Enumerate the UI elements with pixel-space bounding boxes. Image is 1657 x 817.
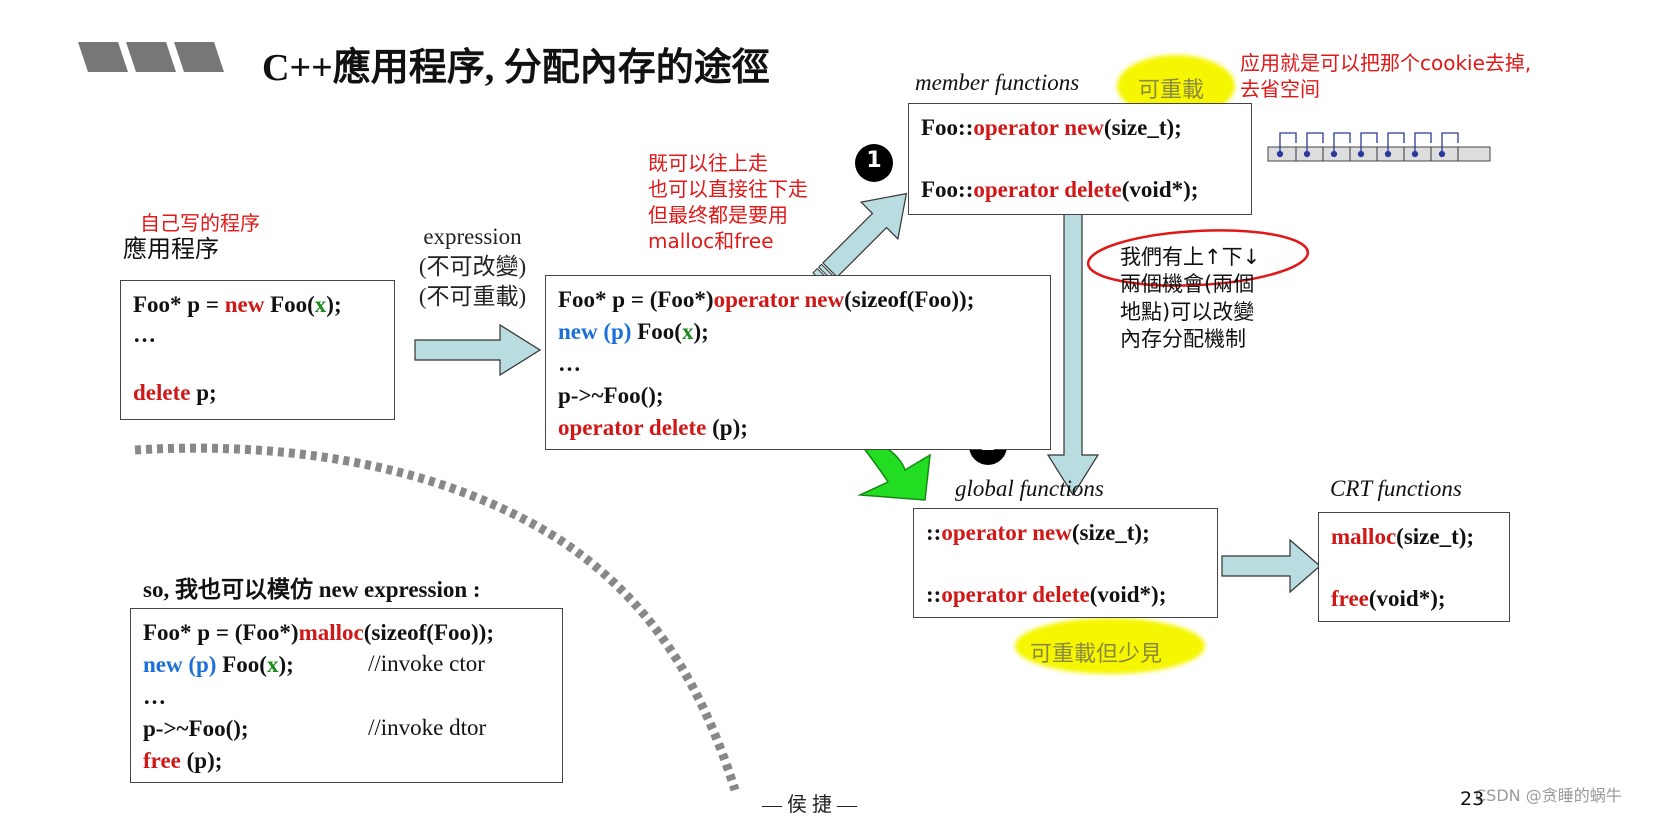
expr-line-dots: … <box>558 351 581 376</box>
member-operator-delete: Foo::operator delete(void*); <box>921 177 1199 202</box>
crt-free: free(void*); <box>1331 586 1446 611</box>
global-functions-label: global functions <box>955 476 1104 501</box>
highlight-global-overload <box>1015 618 1205 674</box>
member-operator-new: Foo::operator new(size_t); <box>921 115 1182 140</box>
imitate-line-placement-new: new (p) Foo(x); <box>143 652 294 677</box>
global-operator-delete: ::operator delete(void*); <box>926 582 1167 607</box>
arrow-global-to-crt <box>1221 538 1321 594</box>
global-functions-box: ::operator new(size_t); ::operator delet… <box>913 508 1218 618</box>
page-title: C++應用程序, 分配內存的途徑 <box>262 47 770 89</box>
badge-one-circle <box>855 144 893 182</box>
new-expression-box: Foo* p = (Foo*)operator new(sizeof(Foo))… <box>545 275 1051 450</box>
global-overload-label: 可重載但少見 <box>1030 642 1163 667</box>
page-number: 23 <box>1460 788 1485 810</box>
expr-line-operator-new: Foo* p = (Foo*)operator new(sizeof(Foo))… <box>558 287 975 312</box>
application-code-box: Foo* p = new Foo(x); … delete p; <box>120 280 395 420</box>
watermark: CSDN @贪睡的蜗牛 <box>1475 786 1622 805</box>
global-operator-new: ::operator new(size_t); <box>926 520 1150 545</box>
app-line-delete: delete p; <box>133 380 217 405</box>
app-line-dots: … <box>133 322 156 347</box>
imitate-caption: so, 我也可以模仿 new expression : <box>143 577 481 602</box>
red-circle-annotation <box>1086 229 1310 287</box>
app-line-new: Foo* p = new Foo(x); <box>133 292 342 317</box>
imitate-line-dtor: p->~Foo(); <box>143 716 249 741</box>
badge-two: 2 <box>980 431 996 456</box>
badge-one: 1 <box>866 148 882 173</box>
crt-functions-box: malloc(size_t); free(void*); <box>1318 512 1510 622</box>
arrow-member-to-global <box>1046 199 1100 497</box>
expression-label: expression(不可改變)(不可重載) <box>418 224 527 309</box>
chances-note: 我們有上↑下↓兩個機會(兩個地點)可以改變內存分配機制 <box>1120 245 1261 351</box>
imitate-line-free: free (p); <box>143 748 223 773</box>
imitate-line-dots: … <box>143 684 166 709</box>
app-caption: 應用程序 <box>123 235 219 263</box>
footer-author: — 侯 捷 — <box>762 794 857 816</box>
memory-block-strip <box>1267 132 1491 162</box>
cookie-note: 应用就是可以把那个cookie去掉,去省空间 <box>1240 51 1532 101</box>
imitate-code-box: Foo* p = (Foo*)malloc(sizeof(Foo)); new … <box>130 608 563 783</box>
app-caption-red: 自己写的程序 <box>140 211 260 235</box>
expr-line-operator-delete: operator delete (p); <box>558 415 748 440</box>
member-overload-label: 可重載 <box>1138 78 1205 103</box>
member-functions-label: member functions <box>915 70 1080 95</box>
member-functions-box: Foo::operator new(size_t); Foo::operator… <box>908 103 1252 215</box>
imitate-comment-dtor: //invoke dtor <box>368 715 487 740</box>
crt-functions-label: CRT functions <box>1330 476 1462 501</box>
imitate-comment-ctor: //invoke ctor <box>368 651 485 676</box>
arrow-app-to-expression <box>414 323 542 377</box>
crt-malloc: malloc(size_t); <box>1331 524 1475 549</box>
expr-line-placement-new: new (p) Foo(x); <box>558 319 709 344</box>
expr-line-dtor: p->~Foo(); <box>558 383 664 408</box>
separator-dotted-curve <box>134 443 740 792</box>
imitate-line-malloc: Foo* p = (Foo*)malloc(sizeof(Foo)); <box>143 620 494 645</box>
title-decoration <box>78 42 224 72</box>
